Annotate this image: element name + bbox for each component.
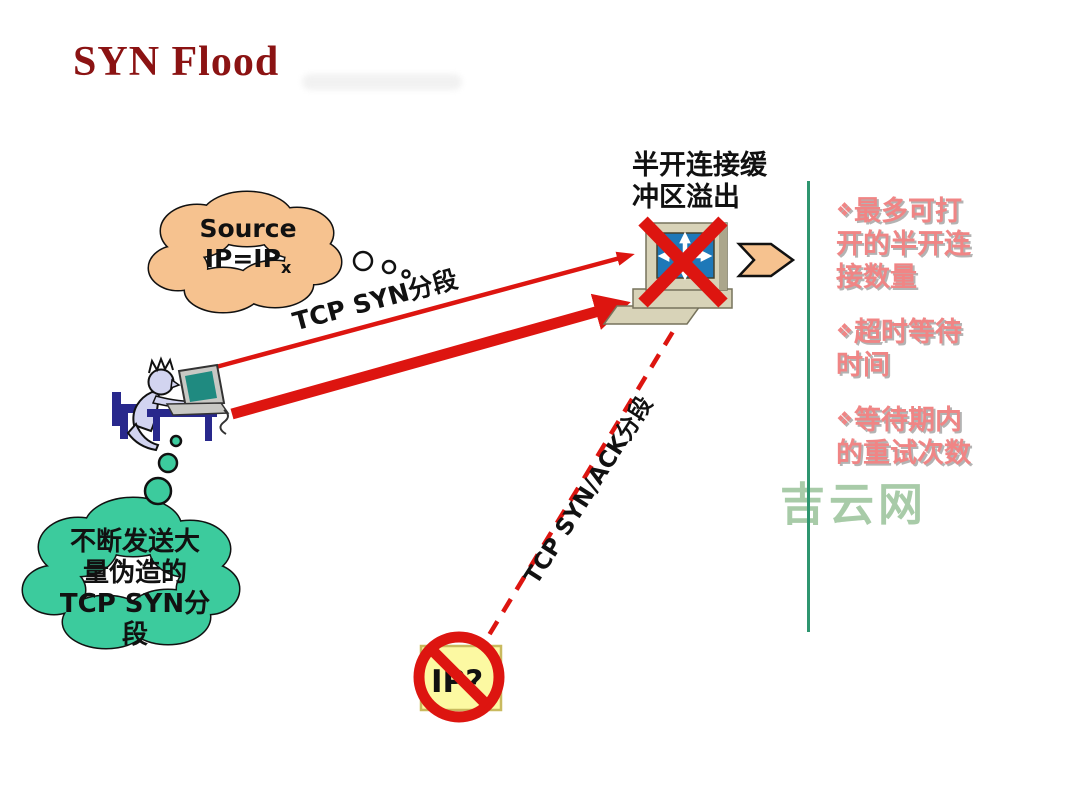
attacker-figure: [112, 356, 230, 452]
parameter-list: ❖最多可打 开的半开连 接数量 ❖超时等待 时间 ❖等待期内 的重试次数: [836, 194, 1016, 491]
spiky-hair: [148, 356, 174, 374]
switch-screen: [656, 232, 715, 279]
synack-arrow-label: TCP SYN/ACK分段: [519, 392, 659, 590]
keyboard-tray: [602, 305, 702, 325]
list-item: ❖最多可打 开的半开连 接数量: [836, 196, 971, 293]
prohibition-icon: [413, 631, 505, 723]
blocked-ip-label: IP?: [431, 664, 483, 700]
switch-arrows-icon: [657, 231, 713, 281]
diamond-bullet-icon: ❖: [836, 199, 854, 221]
laptop-icon: [165, 363, 230, 435]
list-item: ❖超时等待 时间: [836, 317, 963, 381]
ip-note: [419, 644, 503, 712]
diamond-bullet-icon: ❖: [836, 320, 854, 342]
no-ip-sign: IP?: [413, 631, 505, 723]
server-caption: 半开连接缓 冲区溢出: [632, 150, 767, 213]
title-smudge: [302, 74, 462, 90]
server-computer: [602, 216, 733, 325]
syn-flood-arrow: [230, 293, 631, 420]
page-title: SYN Flood: [73, 39, 280, 85]
source-line2: IP=IPx: [204, 244, 292, 277]
crash-x-icon: [638, 216, 728, 308]
list-item: ❖等待期内 的重试次数: [836, 405, 971, 469]
desk-icon: [147, 409, 217, 441]
source-line1: Source: [199, 214, 297, 243]
thought-bubbles: [143, 434, 183, 506]
forward-chevron-icon: [736, 242, 796, 278]
monitor: [645, 222, 728, 291]
diamond-bullet-icon: ❖: [836, 408, 854, 430]
ip-subscript: x: [280, 258, 292, 277]
computer-base: [632, 288, 733, 309]
watermark-text: 吉云网: [780, 478, 928, 531]
chair-icon: [112, 392, 143, 439]
attacker-bubble-text: 不断发送大 量伪造的 TCP SYN分 段: [59, 527, 211, 650]
source-bubble-text: Source IP=IPx: [166, 214, 330, 283]
